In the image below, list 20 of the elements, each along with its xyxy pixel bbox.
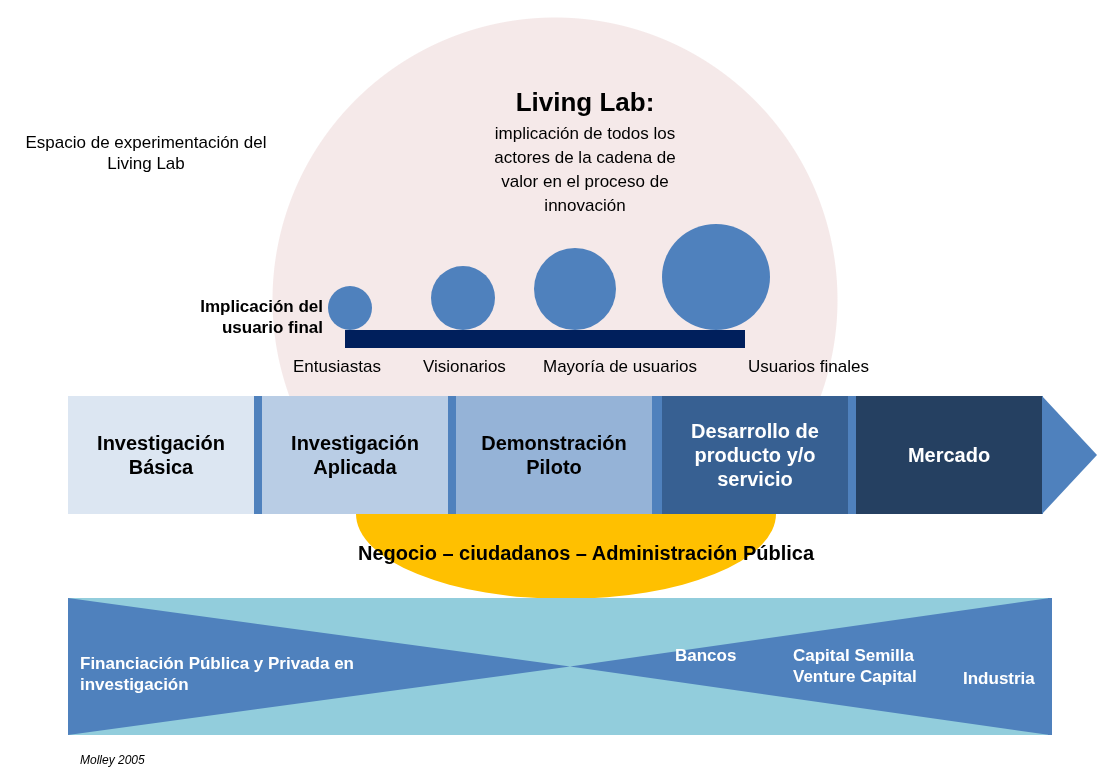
funding-label: Industria: [963, 668, 1036, 690]
description: implicación de todos los actores de la cadena de valor en el proceso de innovación: [493, 123, 677, 217]
funding-label: Financiación Pública y Privada en investigación: [80, 653, 355, 696]
stage-label: Mayoría de usuarios: [543, 356, 698, 378]
citation: Molley 2005: [80, 753, 145, 767]
stage-box: Demonstración Piloto: [456, 396, 652, 514]
stage-label: Usuarios finales: [748, 356, 869, 378]
stage-box: Mercado: [856, 396, 1042, 514]
source-note: Espacio de experimentación del Living Lab: [24, 132, 268, 175]
stage-box: Desarrollo de producto y/o servicio: [662, 396, 848, 514]
stage-box: Investigación Aplicada: [262, 396, 448, 514]
stage-box: Investigación Básica: [68, 396, 254, 514]
stage-label: Entusiastas: [293, 356, 381, 378]
timeline-bar: [345, 330, 745, 348]
axis-label: Implicación del usuario final: [199, 296, 323, 339]
funding-label: Bancos: [675, 645, 738, 667]
user-circle: [328, 286, 372, 330]
funding-label: Capital Semilla Venture Capital: [793, 645, 918, 688]
heading: Living Lab:: [514, 87, 656, 118]
stage-label: Visionarios: [423, 356, 506, 378]
